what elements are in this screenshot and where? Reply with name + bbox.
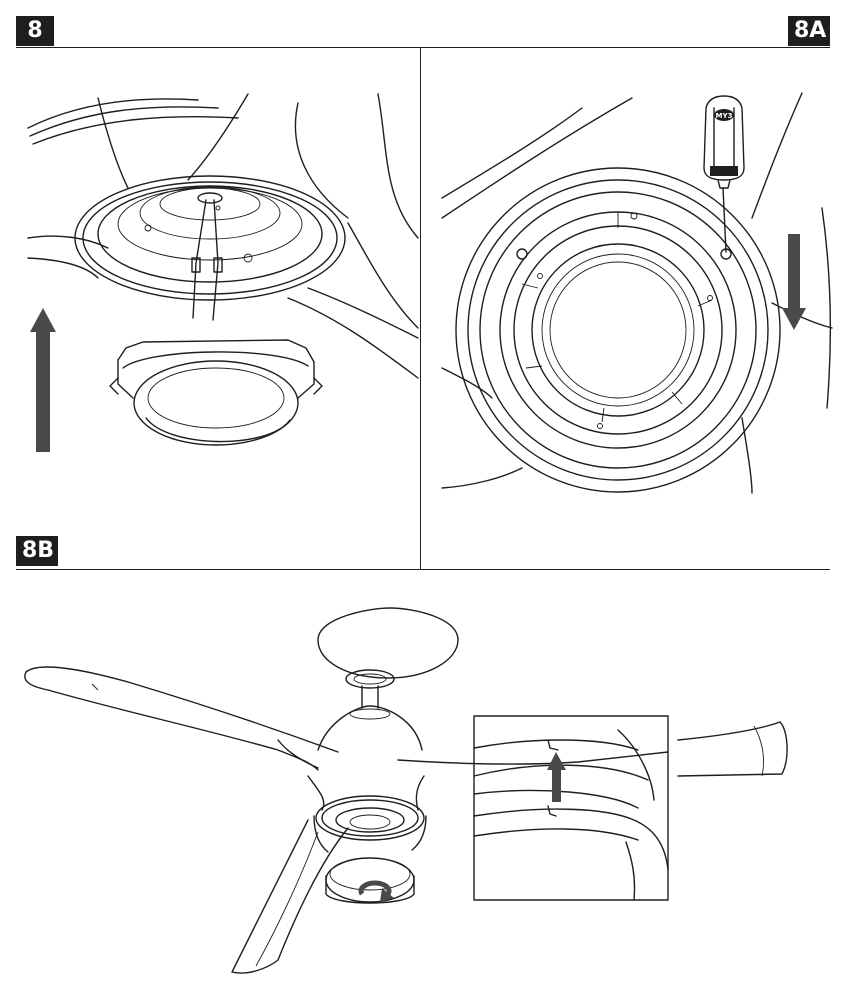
step-8a-badge: 8A	[788, 16, 830, 46]
arrow-down-icon	[782, 234, 806, 330]
panel-8b-illustration	[18, 580, 848, 990]
screwdriver-illustration: MY3	[704, 96, 744, 252]
screwdriver-logo-text: MY3	[716, 112, 733, 120]
detail-inset	[474, 716, 668, 900]
arrow-up-icon	[547, 752, 566, 802]
rotate-clockwise-icon	[361, 883, 394, 902]
step-8-badge: 8	[16, 16, 54, 46]
arrow-up-icon	[30, 308, 56, 452]
panel-8a-illustration: MY3	[422, 48, 832, 568]
panel-divider	[420, 47, 421, 570]
bottom-divider	[16, 569, 830, 570]
panel-8-illustration	[18, 48, 418, 568]
